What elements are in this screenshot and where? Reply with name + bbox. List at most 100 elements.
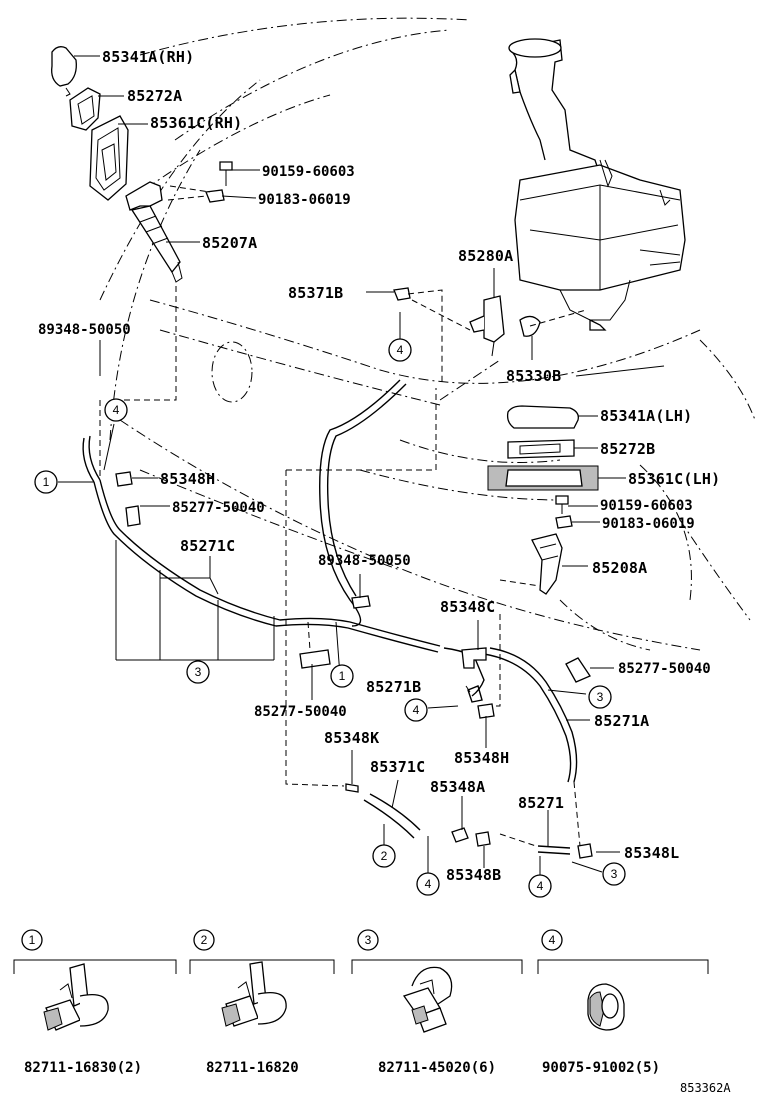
label-90159-right: 90159-60603 — [600, 498, 693, 514]
label-85277-left: 85277-50040 — [172, 500, 265, 516]
label-85348A: 85348A — [430, 778, 485, 796]
callout-4-c: 4 — [404, 698, 428, 722]
grommet-90075-91002-icon — [587, 983, 625, 1031]
svg-text:1: 1 — [29, 933, 36, 947]
hose-85271A — [483, 647, 578, 783]
label-85277-right: 85277-50040 — [618, 661, 711, 677]
hose-85271C — [82, 435, 441, 653]
washer-tank — [508, 38, 686, 331]
legend-label-1: 82711-16830(2) — [24, 1060, 142, 1076]
legend-label-2: 82711-16820 — [206, 1060, 299, 1076]
legend-item-3: 3 82711-45020(6) — [351, 929, 523, 1076]
svg-text:4: 4 — [397, 343, 404, 357]
callout-3-b: 3 — [588, 685, 612, 709]
joint-85277-left — [125, 505, 141, 527]
label-90183-right: 90183-06019 — [602, 516, 695, 532]
svg-text:3: 3 — [597, 690, 604, 704]
joint-85348H-left — [115, 471, 133, 487]
svg-text:3: 3 — [365, 933, 372, 947]
label-85271: 85271 — [518, 794, 564, 812]
svg-text:2: 2 — [201, 933, 208, 947]
legend-item-4: 4 90075-91002(5) — [537, 929, 709, 1076]
label-85208A: 85208A — [592, 559, 647, 577]
label-85348C: 85348C — [440, 598, 495, 616]
label-85207A: 85207A — [202, 234, 257, 252]
legend-label-4: 90075-91002(5) — [542, 1060, 660, 1076]
nozzle-cap-lh — [506, 405, 579, 429]
nozzle-cover-lh — [507, 439, 575, 459]
nozzle-cap-rh — [51, 46, 77, 97]
legend: 1 82711-16830(2) 2 82711-168 — [13, 929, 709, 1076]
headlamp-washer-actuator-rh — [125, 181, 183, 283]
nut-90183-right — [555, 515, 573, 529]
svg-text:4: 4 — [413, 703, 420, 717]
label-85348B: 85348B — [446, 866, 501, 884]
dashed-guides — [99, 185, 587, 847]
part-labels: 85341A(RH) 85272A 85361C(RH) 90159-60603… — [38, 48, 720, 884]
svg-text:4: 4 — [425, 877, 432, 891]
label-85271C: 85271C — [180, 537, 235, 555]
vehicle-outline — [99, 17, 756, 651]
svg-text:3: 3 — [195, 665, 202, 679]
label-85341A-rh: 85341A(RH) — [102, 48, 194, 66]
leader-lines — [58, 55, 665, 886]
bolt-90159-top — [219, 161, 233, 186]
callout-4-d: 4 — [416, 872, 440, 896]
figure-id: 853362A — [680, 1081, 731, 1095]
valve-85348B — [475, 831, 491, 847]
valve-85348A — [451, 827, 469, 843]
legend-item-2: 2 82711-16820 — [189, 929, 335, 1076]
legend-item-1: 1 82711-16830(2) — [13, 929, 177, 1076]
hose-85371C — [363, 793, 421, 839]
label-85361C-lh: 85361C(LH) — [628, 470, 720, 488]
label-85348H-mid: 85348H — [454, 749, 509, 767]
callout-1-b: 1 — [330, 664, 354, 688]
nozzle-housing-rh — [89, 115, 129, 201]
label-85272B: 85272B — [600, 440, 655, 458]
svg-text:2: 2 — [381, 849, 388, 863]
svg-text:4: 4 — [549, 933, 556, 947]
nut-90183-top — [205, 189, 225, 203]
nozzle-housing-lh — [487, 465, 599, 491]
label-85271B: 85271B — [366, 678, 421, 696]
callout-4-b: 4 — [388, 338, 412, 362]
bolt-90159-right — [555, 495, 569, 514]
callout-3-c: 3 — [602, 862, 626, 886]
label-85277-bottom: 85277-50040 — [254, 704, 347, 720]
clip-82711-16820-icon — [221, 961, 287, 1027]
callout-4-e: 4 — [528, 874, 552, 898]
label-89348-left: 89348-50050 — [38, 322, 131, 338]
hose-85271B — [443, 647, 485, 703]
label-90183-top: 90183-06019 — [258, 192, 351, 208]
joint-85277-right — [565, 657, 591, 683]
joint-85348H-mid — [477, 703, 495, 719]
legend-label-3: 82711-45020(6) — [378, 1060, 496, 1076]
label-85330B: 85330B — [506, 367, 561, 385]
svg-text:4: 4 — [537, 879, 544, 893]
label-85371C: 85371C — [370, 758, 425, 776]
svg-text:3: 3 — [611, 867, 618, 881]
callouts: 1 4 4 3 1 4 3 2 — [34, 338, 626, 898]
label-85271A: 85271A — [594, 712, 649, 730]
svg-text:1: 1 — [43, 475, 50, 489]
tee-85348C — [461, 647, 487, 669]
clip-82711-45020-icon — [402, 966, 453, 1033]
label-85348L: 85348L — [624, 844, 679, 862]
nozzle-cover-rh — [69, 87, 101, 131]
callout-2-a: 2 — [372, 844, 396, 868]
label-85361C-rh: 85361C(RH) — [150, 114, 242, 132]
joint-85348K — [345, 783, 359, 793]
label-89348-mid: 89348-50050 — [318, 553, 411, 569]
headlamp-washer-actuator-lh — [531, 533, 563, 595]
callout-3-a: 3 — [186, 660, 210, 684]
clip-89348-mid — [351, 595, 371, 609]
callout-1-a: 1 — [34, 470, 58, 494]
label-90159-top: 90159-60603 — [262, 164, 355, 180]
label-85341A-lh: 85341A(LH) — [600, 407, 692, 425]
label-85348K: 85348K — [324, 729, 379, 747]
label-85272A: 85272A — [127, 87, 182, 105]
hose-main — [319, 379, 407, 627]
label-85280A: 85280A — [458, 247, 513, 265]
label-85348H-left: 85348H — [160, 470, 215, 488]
